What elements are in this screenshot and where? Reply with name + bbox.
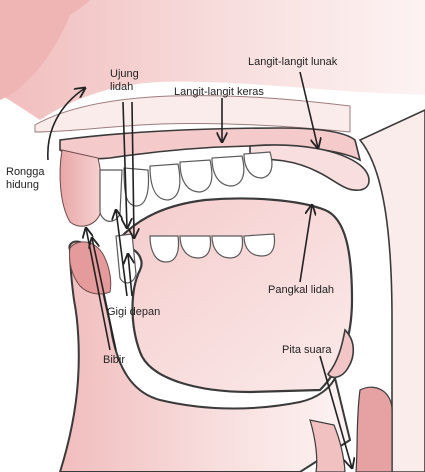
label-ujung-lidah-line1: Ujung (110, 68, 139, 81)
label-langit-langit-lunak: Langit-langit lunak (248, 56, 337, 69)
upper-lip (60, 150, 102, 226)
label-bibir: Bibir (103, 354, 125, 367)
nasal-cavity (35, 96, 350, 132)
label-pita-suara: Pita suara (282, 344, 332, 357)
label-ujung-lidah: Ujung lidah (110, 68, 139, 94)
label-gigi-depan: Gigi depan (107, 306, 160, 319)
label-ujung-lidah-line2: lidah (110, 81, 139, 94)
vocal-cords (356, 387, 392, 472)
label-langit-langit-keras: Langit-langit keras (174, 86, 264, 99)
label-rongga-hidung: Rongga hidung (6, 166, 45, 192)
label-pangkal-lidah: Pangkal lidah (268, 284, 334, 297)
label-rongga-hidung-line2: hidung (6, 179, 45, 192)
label-rongga-hidung-line1: Rongga (6, 166, 45, 179)
